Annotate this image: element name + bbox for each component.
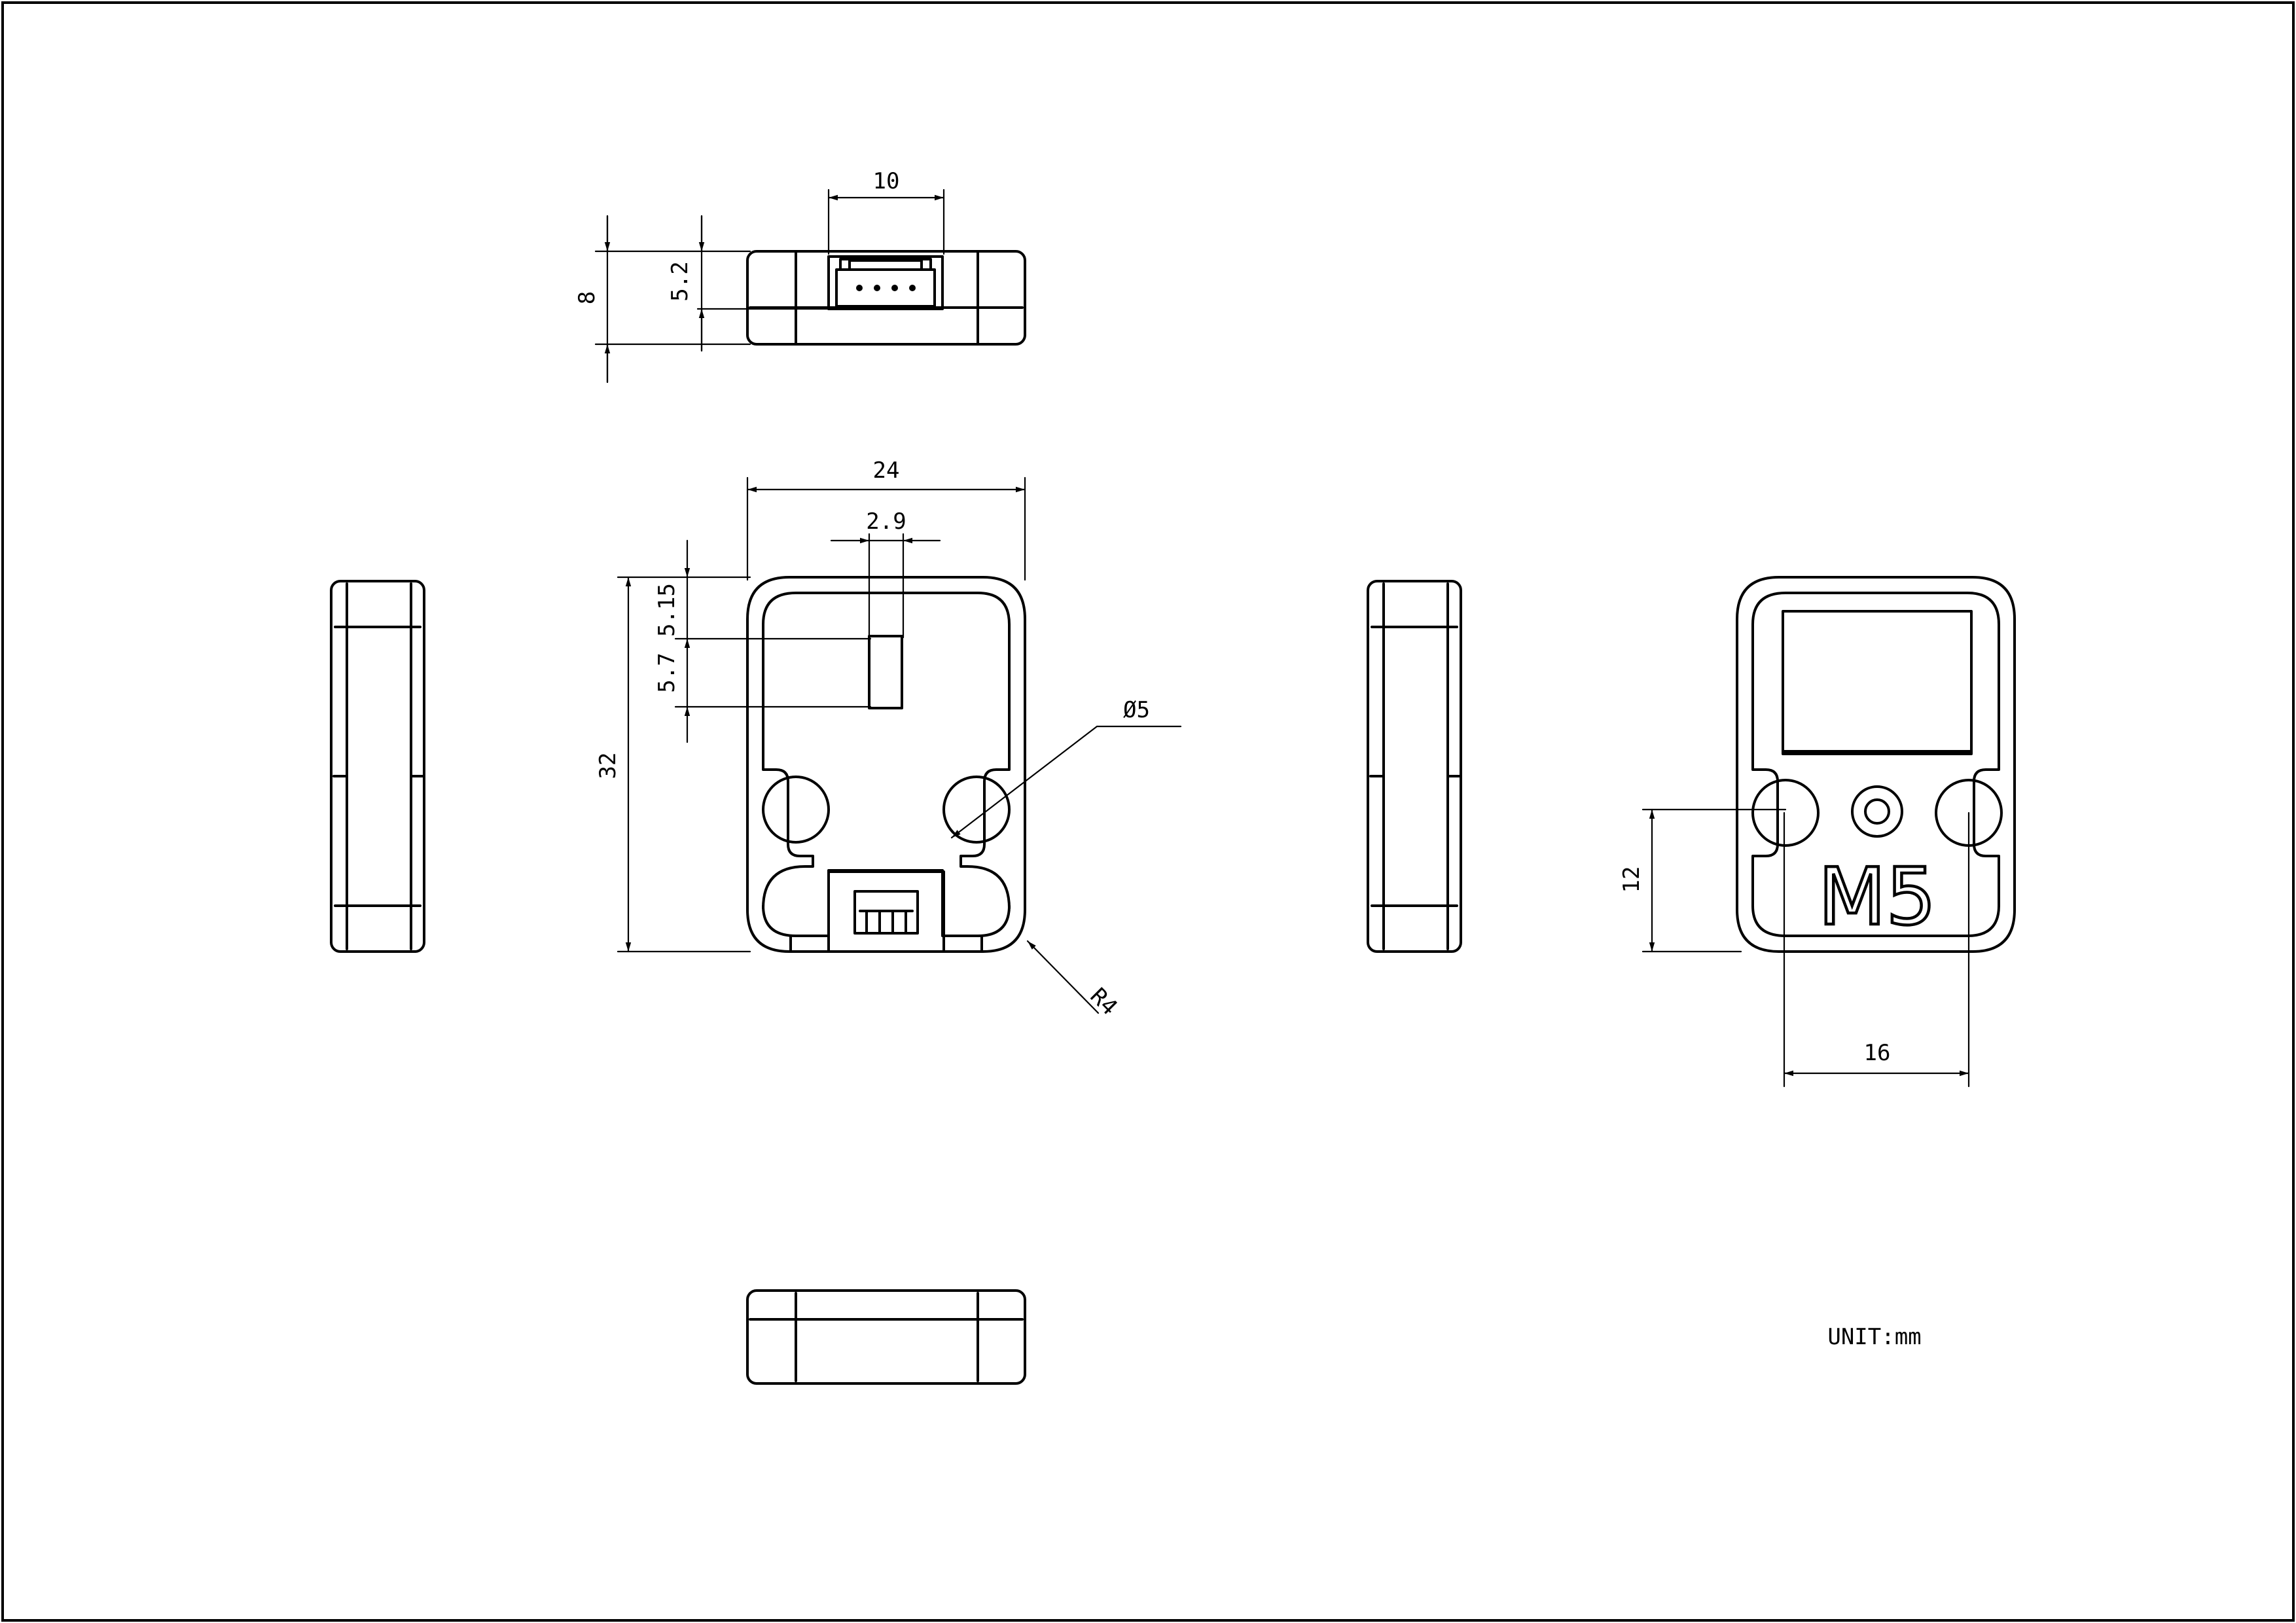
dim-front-hole-offset: 12: [1619, 866, 1645, 893]
dim-back-slot-width: 2.9: [866, 508, 906, 535]
right-side-view: [1367, 580, 1462, 953]
left-side-view: [330, 580, 425, 953]
dim-back-height: 32: [595, 753, 621, 779]
dim-corner-radius: R4: [1085, 983, 1122, 1020]
front-dimensions: 12 16: [1619, 808, 1970, 1088]
back-dimensions: 24 2.9 32 5.15 5.7 Ø5 R4: [595, 457, 1182, 1020]
dim-top-width: 10: [873, 168, 900, 194]
front-view: M5: [1736, 576, 2016, 953]
dim-hole-diameter: Ø5: [1123, 697, 1150, 723]
logo-text: M5: [1818, 852, 1936, 943]
dim-top-height-total: 8: [574, 291, 600, 304]
dim-top-height-port: 5.2: [667, 261, 693, 301]
dim-front-hole-spacing: 16: [1864, 1040, 1891, 1066]
top-view: [746, 250, 1026, 346]
top-dimensions: 10 8 5.2: [574, 168, 945, 383]
dim-back-gap-top: 5.15: [654, 583, 680, 637]
back-view: [746, 576, 1026, 953]
dim-back-gap-slot: 5.7: [654, 652, 680, 692]
dim-back-width: 24: [873, 457, 900, 484]
unit-label: UNIT:mm: [1827, 1324, 1921, 1350]
bottom-view: [746, 1289, 1026, 1385]
